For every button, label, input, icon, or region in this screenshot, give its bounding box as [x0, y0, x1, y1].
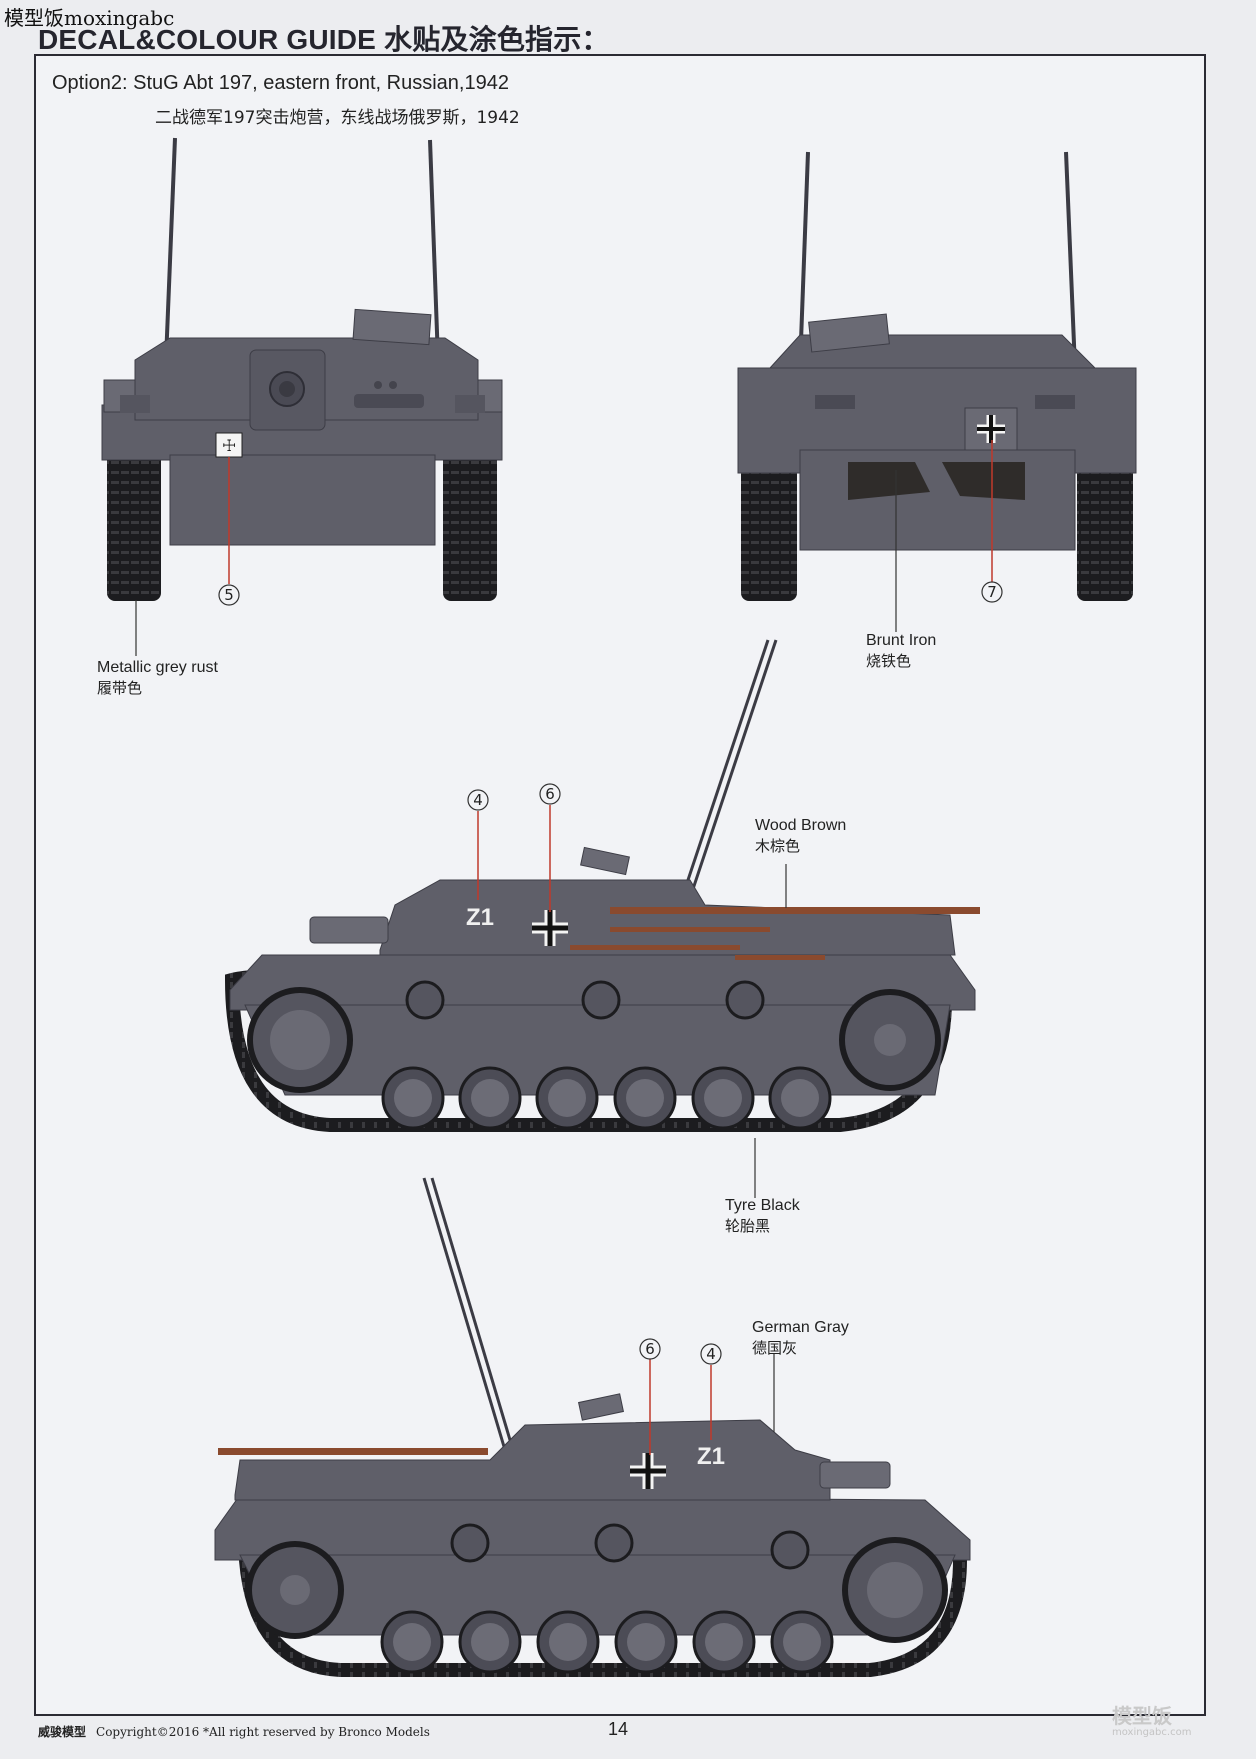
rear-antenna-left: [798, 151, 810, 369]
front-view: ☩: [101, 137, 503, 601]
decal-callout-5-front: 5: [218, 584, 240, 606]
right-hatch: [577, 1393, 625, 1421]
svg-text:6: 6: [545, 785, 555, 803]
exhaust-right: [942, 462, 1025, 500]
rear-lower-hull: [799, 449, 1076, 551]
exhaust-left: [848, 462, 930, 500]
callout-lines: [135, 440, 993, 1455]
svg-text:6: 6: [645, 1340, 655, 1358]
label-german-gray: German Gray 德国灰: [752, 1319, 849, 1357]
front-hatch: [352, 308, 432, 346]
watermark-logo: 模型饭: [1112, 1704, 1172, 1728]
page-number: 14: [608, 1719, 629, 1739]
decal-7-cross: [977, 415, 1005, 443]
decal-5-eagle: [215, 432, 243, 458]
watermark-url: moxingabc.com: [1112, 1727, 1192, 1738]
option-subtitle-cn: 二战德军197突击炮营，东线战场俄罗斯，1942: [155, 108, 520, 128]
wood-beam-mid: [610, 927, 770, 932]
rear-view: [737, 151, 1137, 601]
right-antenna: [430, 1177, 515, 1451]
footer-copyright-text: Copyright©2016 *All right reserved by Br…: [96, 1725, 430, 1739]
right-superstructure: [234, 1419, 831, 1501]
right-fender: [214, 1494, 971, 1561]
watermark-top-left: 模型饭moxingabc: [4, 6, 175, 30]
label-brunt-iron: Brunt Iron 烧铁色: [866, 632, 937, 670]
left-antenna: [680, 639, 770, 899]
left-side-view: Z1: [224, 639, 980, 1132]
page-title: DECAL&COLOUR GUIDE 水贴及涂色指示：: [38, 24, 610, 55]
right-gun-barrel: [819, 1461, 891, 1489]
decal-6-left-cross: [532, 910, 568, 946]
front-lower-hull: [169, 454, 436, 546]
wood-beam-low: [570, 945, 740, 950]
driver-visor: [354, 394, 424, 408]
rear-hatch: [808, 313, 890, 353]
label-metallic-grey-rust: Metallic grey rust 履带色: [97, 659, 218, 697]
rear-antenna-right: [1064, 151, 1077, 369]
label-wood-brown: Wood Brown 木棕色: [755, 817, 847, 855]
decal-callout-6-left: 6: [539, 783, 561, 805]
svg-text:7: 7: [987, 583, 997, 601]
rear-track-left: [741, 445, 797, 601]
left-gun-barrel: [309, 916, 389, 944]
decal-callout-6-right: 6: [639, 1338, 661, 1360]
decal-callout-4-right: 4: [700, 1343, 722, 1365]
front-track-left: [107, 418, 161, 601]
rear-track-right: [1077, 445, 1133, 601]
right-side-view: Z1: [214, 1177, 971, 1677]
svg-text:4: 4: [706, 1345, 716, 1363]
decal-callout-7-rear: 7: [981, 581, 1003, 603]
option-title: Option2: StuG Abt 197, eastern front, Ru…: [52, 72, 509, 94]
left-superstructure: [379, 879, 956, 956]
svg-text:☩: ☩: [222, 436, 236, 455]
right-wood-beam: [218, 1448, 488, 1455]
left-marking-z1: Z1: [466, 904, 494, 931]
front-antenna-left: [164, 137, 177, 361]
footer-brand: 威骏模型: [38, 1725, 87, 1739]
decal-6-right-cross: [630, 1453, 666, 1489]
front-track-right: [443, 418, 497, 601]
wood-beam-top: [610, 907, 980, 914]
svg-text:5: 5: [224, 586, 234, 604]
front-antenna-right: [428, 139, 440, 361]
right-marking-z1: Z1: [697, 1443, 725, 1470]
left-hatch: [580, 846, 630, 876]
decal-callout-4-left: 4: [467, 789, 489, 811]
label-tyre-black: Tyre Black 轮胎黑: [725, 1197, 800, 1235]
wood-beam-rear: [735, 955, 825, 960]
footer-copyright: 威骏模型 Copyright©2016 *All right reserved b…: [38, 1723, 430, 1740]
svg-text:4: 4: [473, 791, 483, 809]
